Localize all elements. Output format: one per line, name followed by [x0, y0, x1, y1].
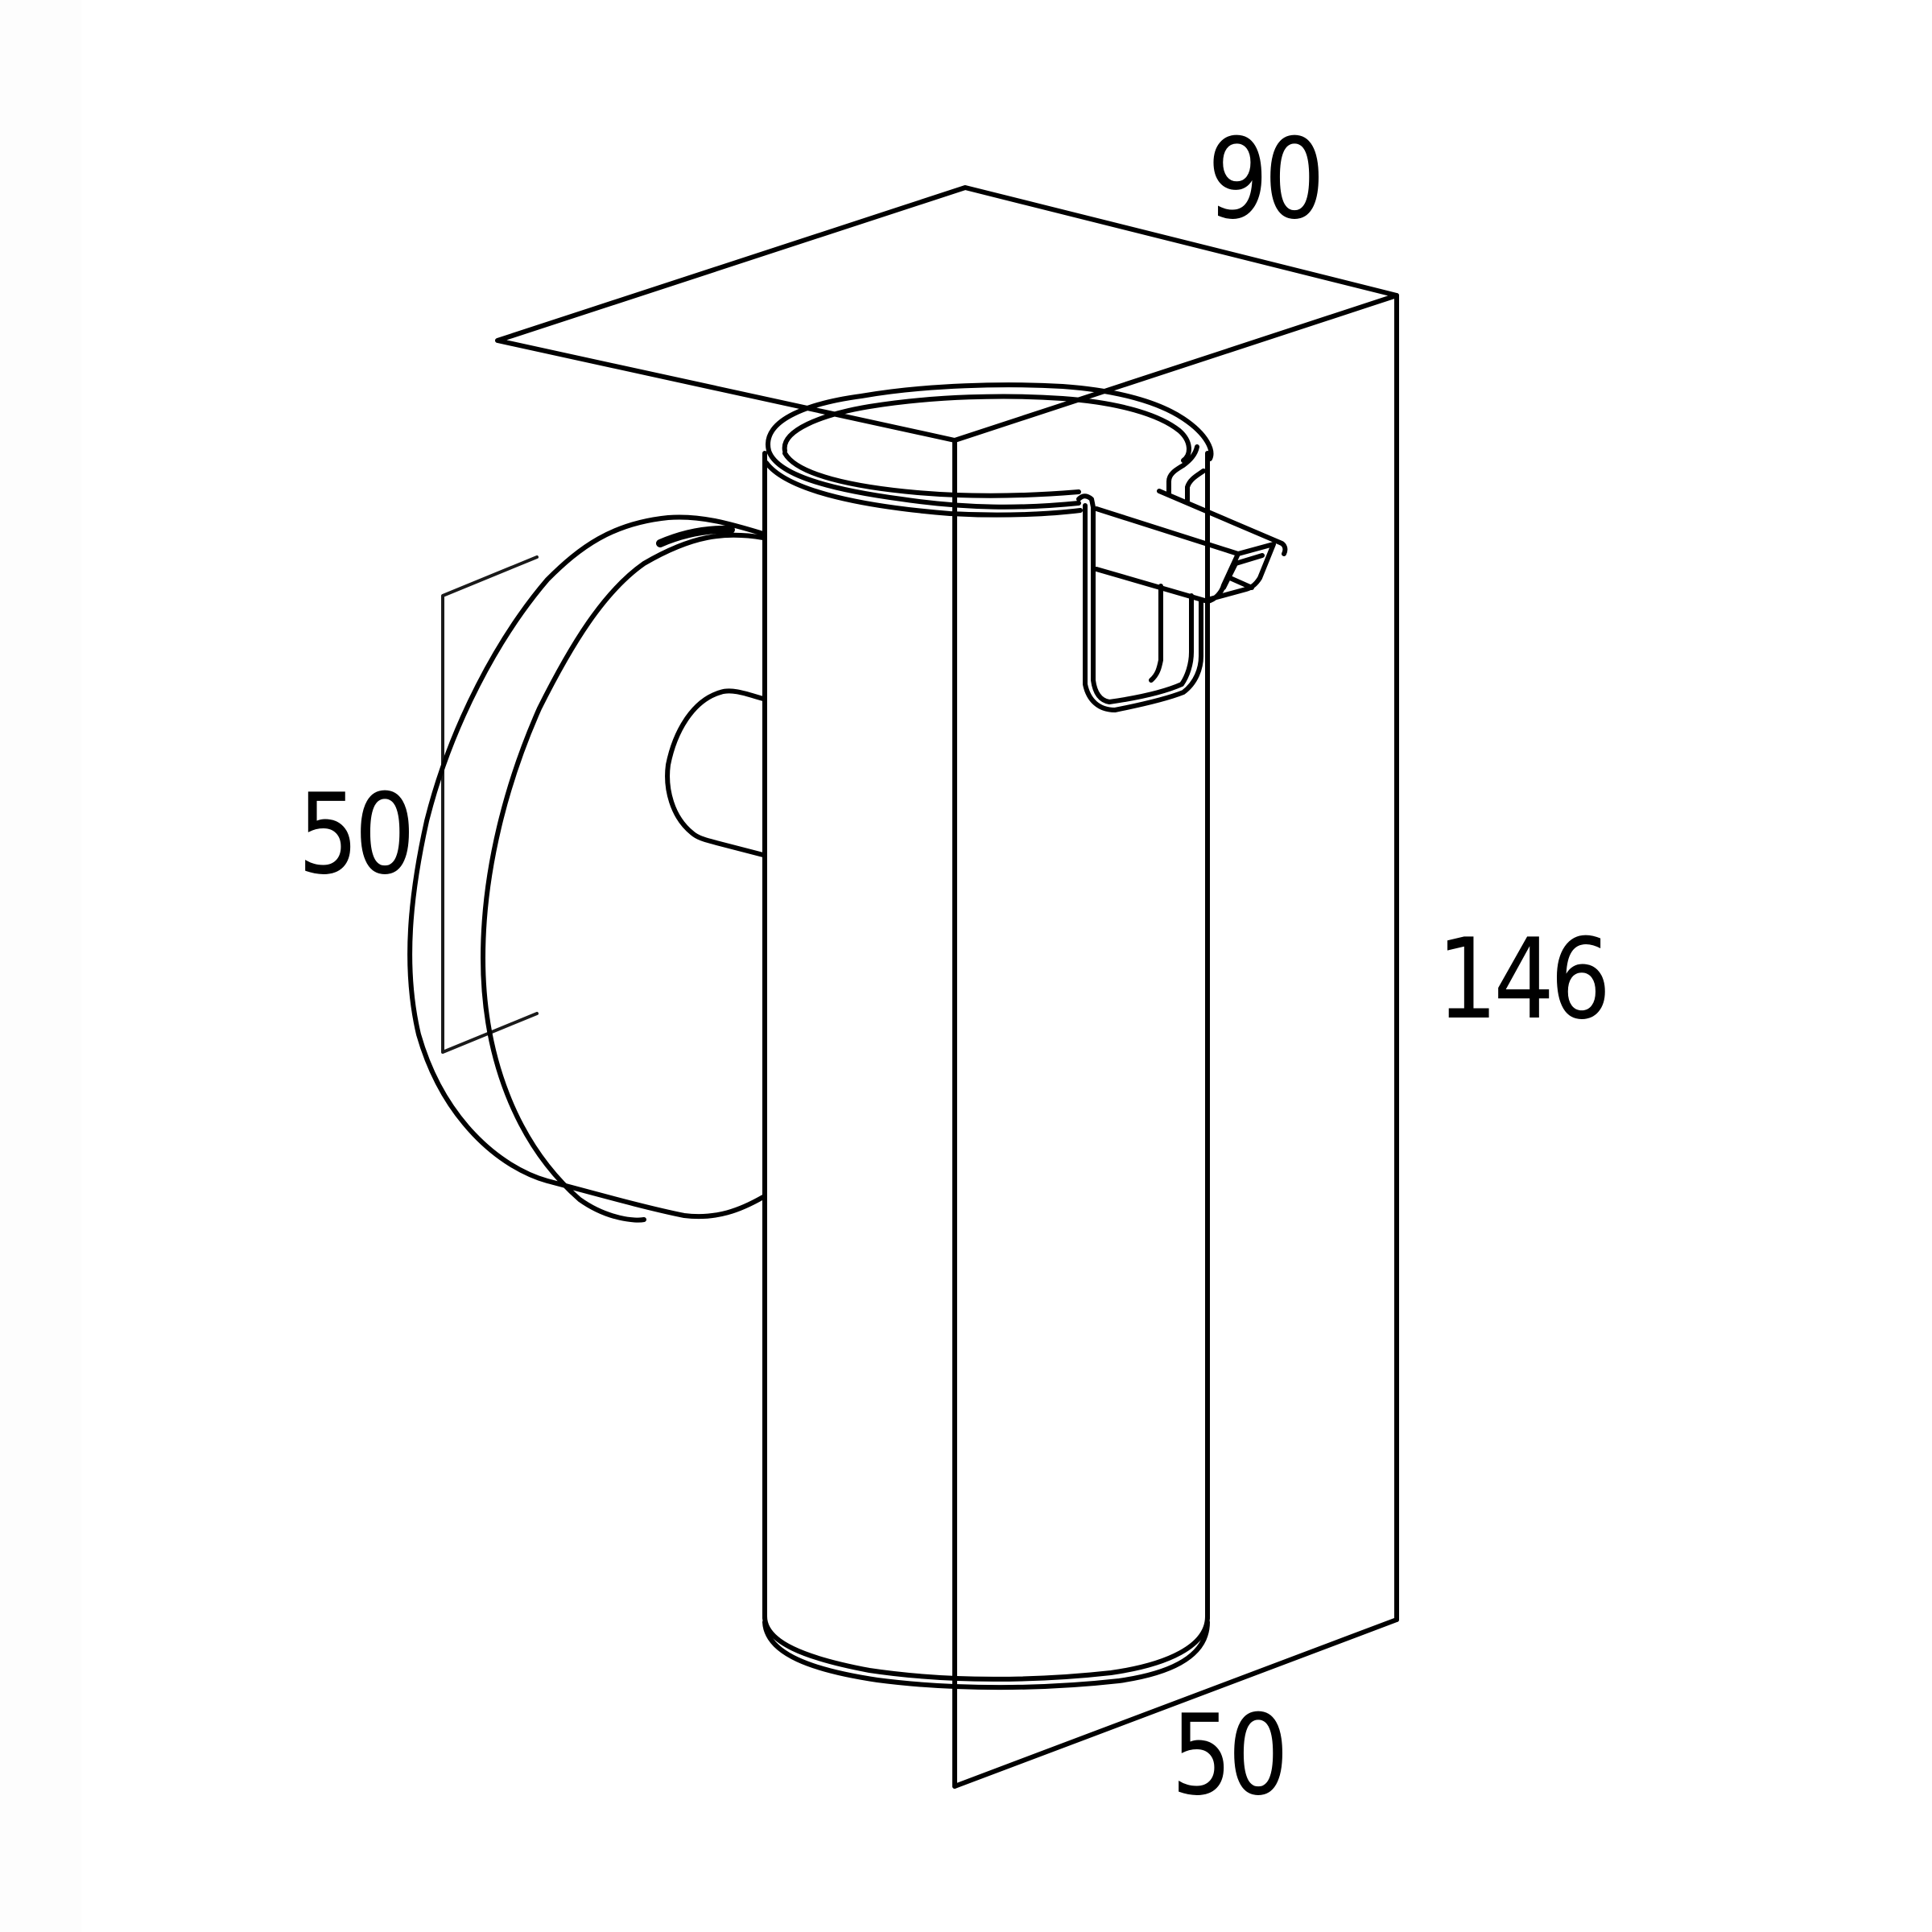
- pump-nozzle: [1076, 444, 1288, 712]
- dimension-label-width: 90: [1208, 114, 1325, 244]
- mount-dimension-bracket: [441, 555, 539, 1054]
- dimension-label-depth: 50: [1171, 1690, 1289, 1820]
- background-strip: [0, 0, 81, 1932]
- dimension-box: [495, 185, 1399, 1789]
- cylinder-body: [762, 382, 1214, 1690]
- dimension-label-height: 146: [1437, 914, 1611, 1044]
- wall-mount-disc: [407, 514, 766, 1223]
- dimension-label-mount-diameter: 50: [298, 770, 415, 899]
- box-bottom-edge: [952, 1617, 1399, 1789]
